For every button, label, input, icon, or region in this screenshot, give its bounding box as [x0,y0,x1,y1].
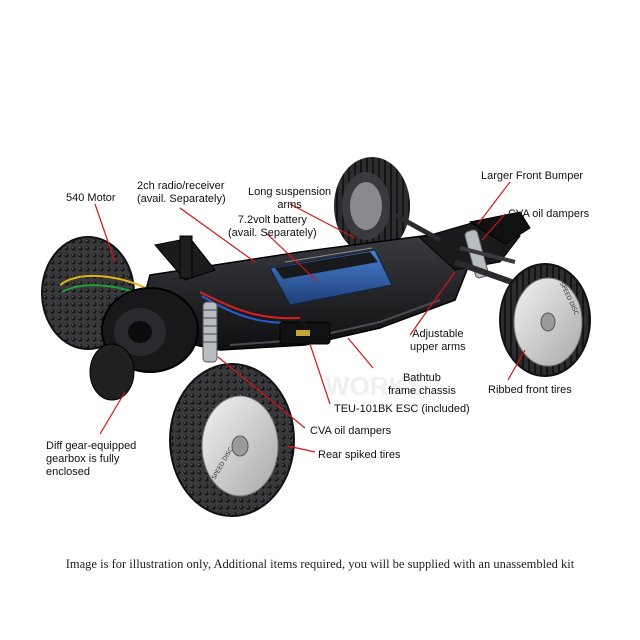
label-cva-rear: CVA oil dampers [310,425,392,437]
rear-gearbox [89,235,216,401]
front-left-tire: SPEED DISC [499,263,591,377]
label-esc: TEU-101BK ESC (included) [334,403,470,415]
disclaimer-caption: Image is for illustration only, Addition… [65,557,575,571]
label-540-motor: 540 Motor [66,192,116,204]
leader-lines [94,181,526,453]
front-right-tire [334,157,410,255]
label-upper-arms: Adjustable upper arms [410,328,466,353]
label-ribbed-tires: Ribbed front tires [488,384,572,396]
label-front-bumper: Larger Front Bumper [481,170,584,182]
esc-unit [279,321,331,345]
watermark: WORKS [325,371,425,401]
rear-dampers [202,301,218,363]
label-spiked-tires: Rear spiked tires [318,449,401,461]
label-cva-front: CVA oil dampers [508,208,590,220]
label-suspension-arms: Long suspension arms [248,186,332,211]
battery-pack [269,247,393,306]
label-bathtub-chassis: Bathtub frame chassis [388,372,456,397]
front-dampers [393,212,522,288]
rear-right-tire: SPEED DISC [169,363,295,517]
label-radio-receiver: 2ch radio/receiver (avail. Separately) [137,180,226,205]
label-gearbox: Diff gear-equipped gearbox is fully encl… [46,440,137,478]
label-battery: 7.2volt battery (avail. Separately) [228,214,317,239]
